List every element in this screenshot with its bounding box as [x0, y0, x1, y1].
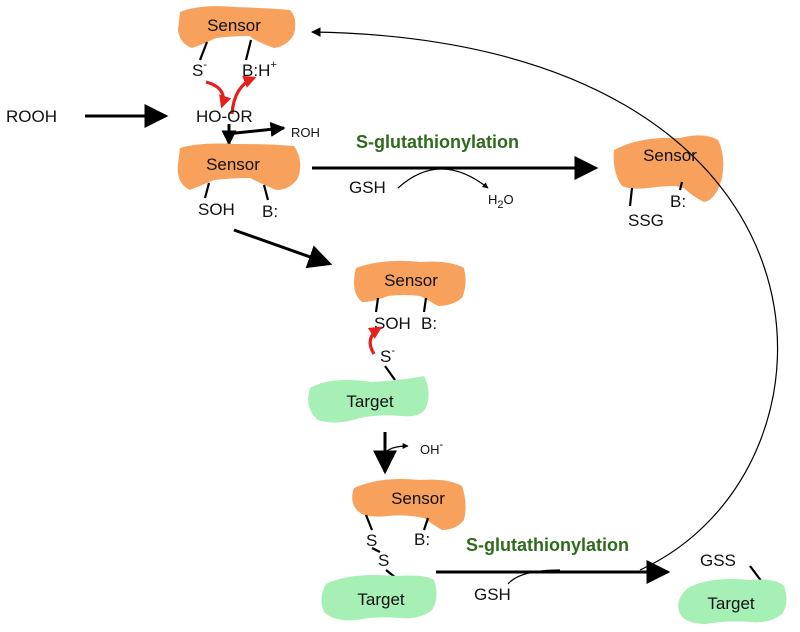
- target-blob-1: Target: [308, 376, 429, 423]
- red-proton-arrow: [230, 75, 257, 115]
- gsh-label: GSH: [474, 585, 511, 604]
- sensor-2-right-stick: [262, 184, 270, 201]
- roh-label: ROH: [291, 125, 320, 140]
- gss-label: GSS: [700, 551, 736, 570]
- target-3-stick: [749, 565, 763, 583]
- diagonal-arrow: [233, 228, 333, 269]
- sensor-5-right-stick: [422, 517, 430, 531]
- disulfide-s-upper: S: [366, 531, 377, 550]
- rooh-label: ROOH: [6, 107, 57, 126]
- base-label: B:: [262, 202, 278, 221]
- thiolate-label: S-: [192, 59, 207, 80]
- recycle-arrow: [311, 27, 779, 571]
- sensor-3-right-stick: [678, 181, 684, 191]
- target-blob-2: Target: [321, 575, 437, 621]
- target-label: Target: [707, 594, 755, 613]
- s-glutathionylation-heading-2: S-glutathionylation: [466, 535, 629, 555]
- target-1-stick: [384, 365, 396, 381]
- roh-arrow: [225, 121, 286, 137]
- sensor-blob-3: Sensor: [613, 135, 724, 202]
- gsh-incoming-curve: [507, 569, 561, 585]
- disulfide-bond: [371, 547, 381, 553]
- sensor-label: Sensor: [391, 489, 445, 508]
- base-label: B:: [414, 530, 430, 549]
- red-attack-arrow-1: [205, 80, 232, 109]
- sensor-blob-5: Sensor: [352, 479, 466, 530]
- sensor-4-right-stick: [422, 297, 428, 313]
- sensor-blob-2: Sensor: [177, 143, 301, 190]
- gsh-label: GSH: [349, 178, 386, 197]
- base-label: B:: [670, 192, 686, 211]
- s-glutathionylation-heading-1: S-glutathionylation: [356, 132, 519, 152]
- gsh-to-water-arrow: [397, 168, 489, 189]
- sensor-label: Sensor: [207, 16, 261, 35]
- sensor-label: Sensor: [643, 146, 697, 165]
- sensor-4-left-stick: [374, 297, 380, 313]
- sensor-blob-4: Sensor: [354, 260, 466, 306]
- water-label: H2O: [488, 192, 514, 211]
- disulfide-s-lower: S: [378, 551, 389, 570]
- target-blob-3: Target: [678, 579, 787, 624]
- sensor-blob-1: Sensor: [178, 6, 296, 49]
- sensor-label: Sensor: [384, 271, 438, 290]
- sulfenic-acid-label: SOH: [374, 314, 411, 333]
- sensor-label: Sensor: [206, 155, 260, 174]
- base-label: B:: [421, 314, 437, 333]
- sensor-5-left-stick: [364, 514, 374, 531]
- red-attack-arrow-2: [367, 326, 383, 355]
- sulfenic-acid-label: SOH: [198, 200, 235, 219]
- sensor-1-right-stick: [244, 39, 253, 61]
- target-label: Target: [346, 392, 394, 411]
- sensor-2-left-stick: [203, 182, 211, 199]
- peroxide-label: HO-OR: [196, 107, 253, 126]
- ssg-label: SSG: [628, 211, 664, 230]
- sensor-1-left-stick: [198, 41, 209, 61]
- sensor-3-left-stick: [628, 187, 634, 207]
- hydroxide-label: OH-: [420, 439, 444, 457]
- base-label: B:H+: [242, 59, 277, 80]
- target-label: Target: [357, 590, 405, 609]
- target-thiolate-label: S-: [380, 345, 395, 366]
- hydroxide-arrow: [385, 443, 409, 453]
